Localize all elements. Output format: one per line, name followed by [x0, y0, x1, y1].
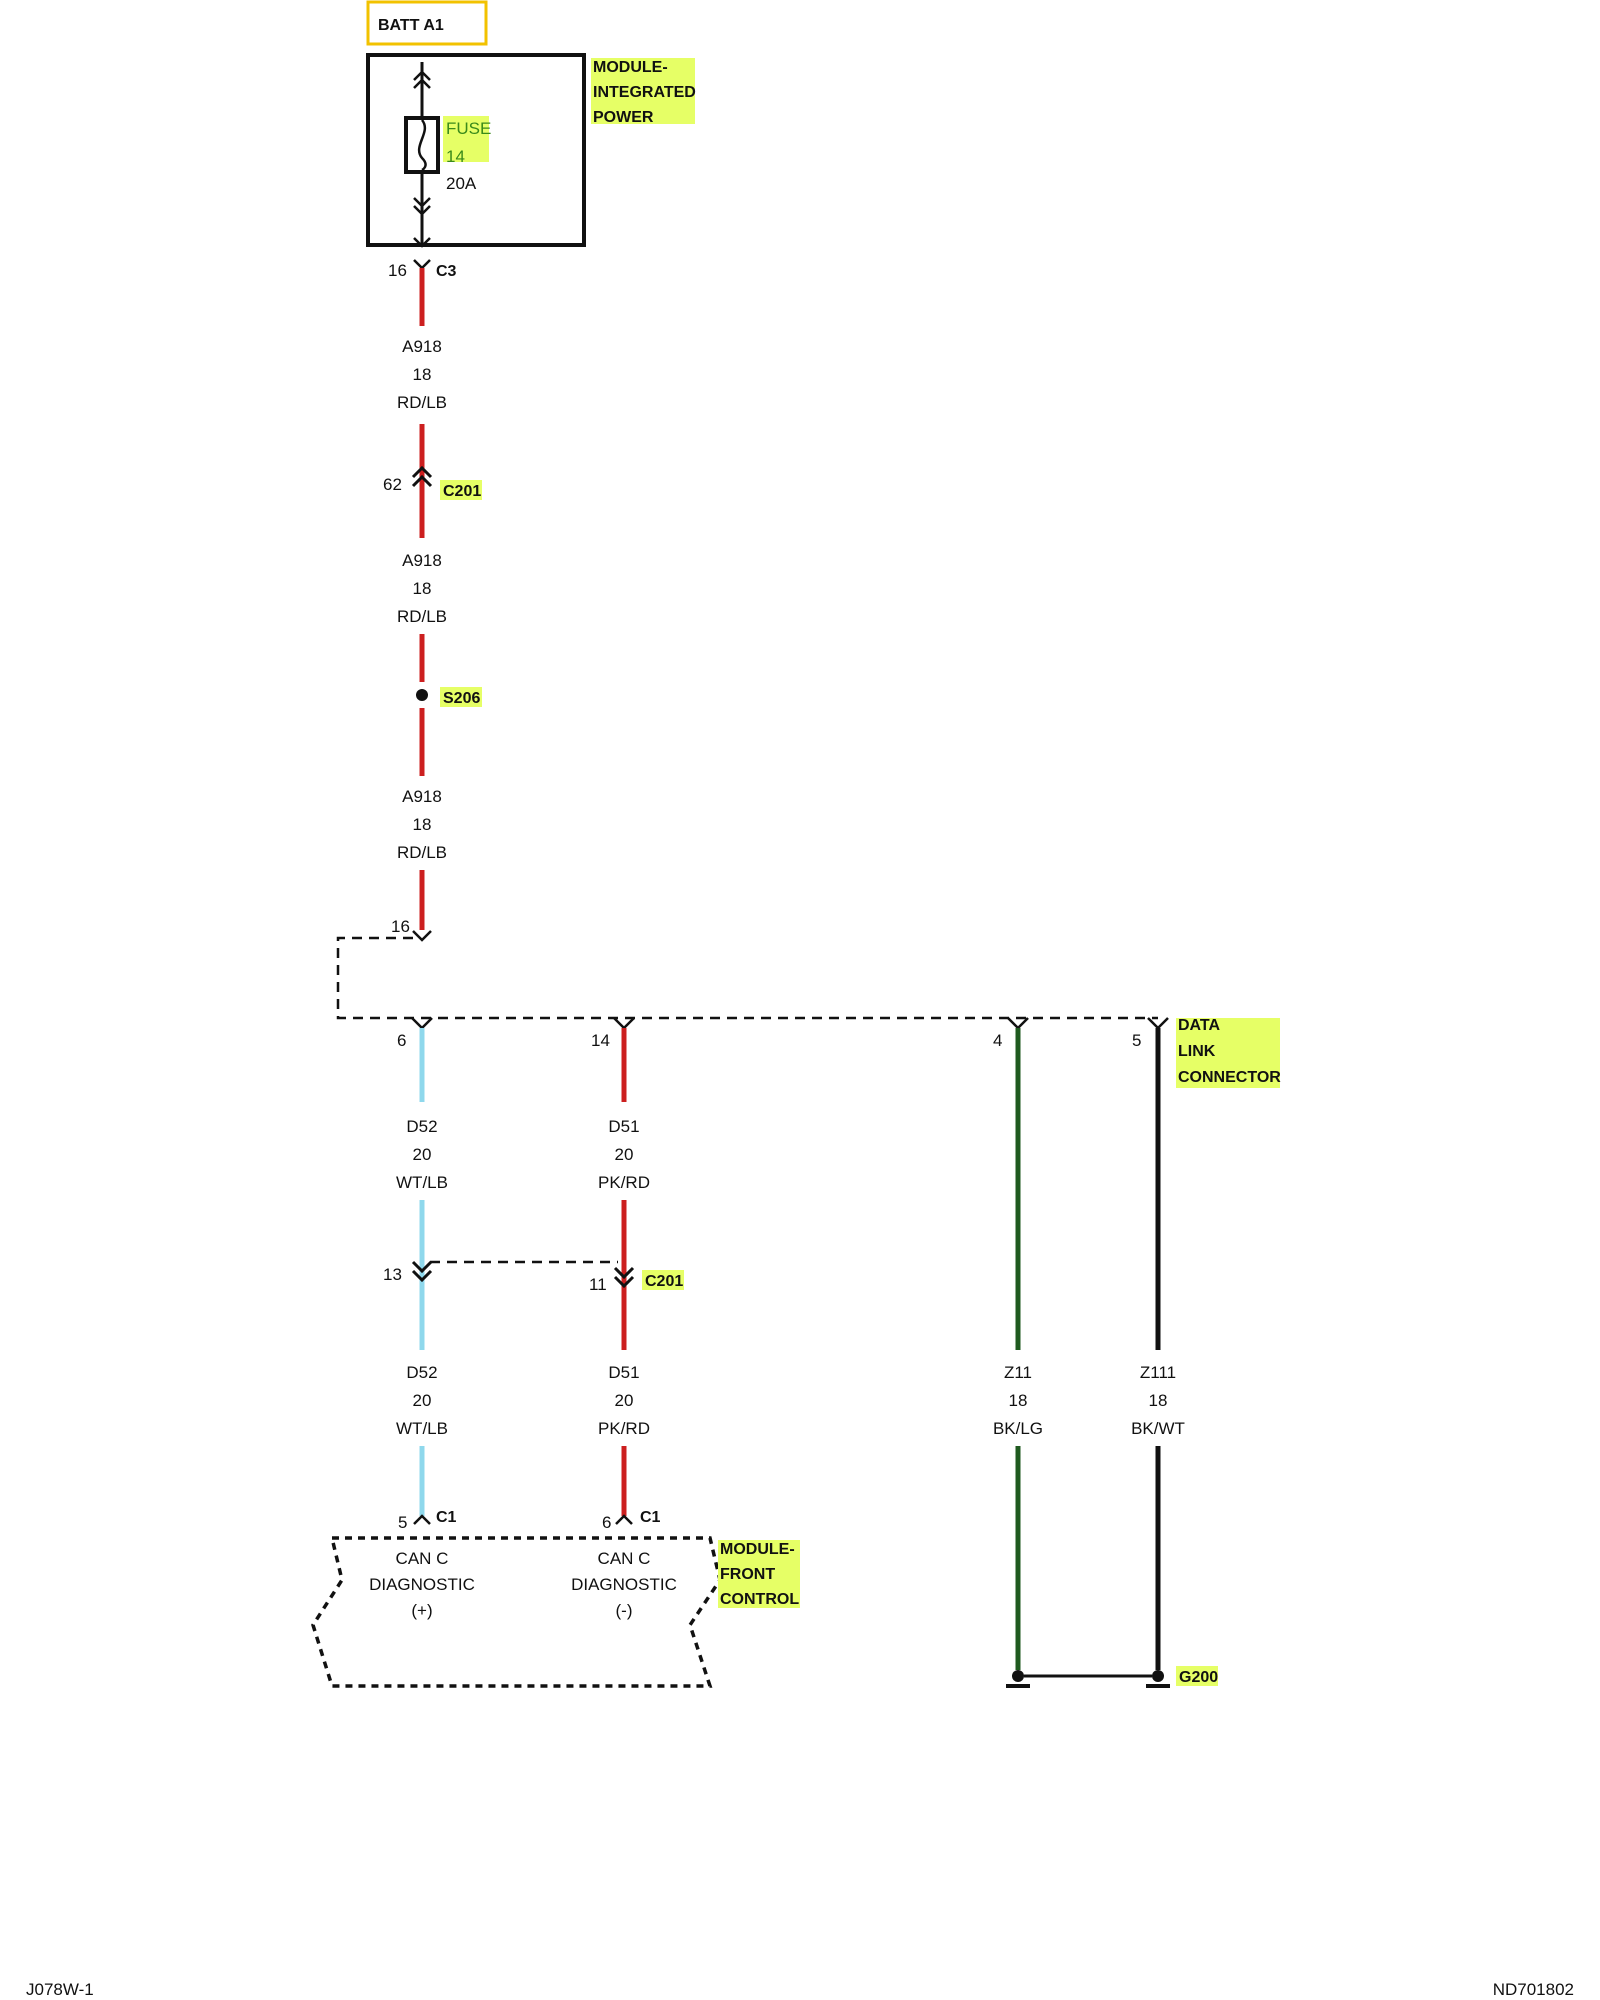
fcm-c1-left: C1	[436, 1509, 457, 1526]
ipm-name-line-2: INTEGRATED	[593, 84, 696, 101]
can-minus-upper-color: PK/RD	[598, 1173, 650, 1192]
power-wire-3-color: RD/LB	[397, 843, 447, 862]
c201-can-label: C201	[645, 1273, 683, 1290]
can-plus-upper-gauge: 20	[413, 1145, 432, 1164]
fcm-pin-5-label-3: (+)	[411, 1601, 432, 1620]
ground-wire-2-color: BK/WT	[1131, 1419, 1185, 1438]
can-minus-lower-circuit: D51	[608, 1363, 639, 1382]
dlc-name-line-2: LINK	[1178, 1043, 1216, 1060]
splice-dot	[416, 689, 428, 701]
fuse-icon	[404, 116, 440, 174]
batt-source-box	[366, 0, 488, 46]
ground-label: G200	[1179, 1669, 1218, 1686]
power-wire-1-circuit: A918	[402, 337, 442, 356]
fcm-name-line-1: MODULE-	[720, 1541, 795, 1558]
ground-wire-1-circuit: Z11	[1004, 1363, 1032, 1382]
c201-can-pin-right: 11	[589, 1275, 607, 1294]
ground-wire-2-gauge: 18	[1149, 1391, 1168, 1410]
fcm-pin-5-label-2: DIAGNOSTIC	[369, 1575, 475, 1594]
fcm-pin-6-label-2: DIAGNOSTIC	[571, 1575, 677, 1594]
dlc-pin-6: 6	[397, 1031, 406, 1050]
power-wire-3-circuit: A918	[402, 787, 442, 806]
can-plus-lower-circuit: D52	[406, 1363, 437, 1382]
fcm-name-line-2: FRONT	[720, 1566, 775, 1583]
can-plus-upper-circuit: D52	[406, 1117, 437, 1136]
ground-icon	[1006, 1670, 1170, 1688]
footer-left-code: J078W-1	[26, 1980, 94, 1999]
c201-upper-label: C201	[443, 483, 481, 500]
c201-upper-pin: 62	[383, 475, 402, 494]
c201-can-pin-left: 13	[383, 1265, 402, 1284]
dlc-name-line-1: DATA	[1178, 1017, 1221, 1034]
fcm-pin-5-label-1: CAN C	[396, 1549, 449, 1568]
power-wire-2-gauge: 18	[413, 579, 432, 598]
dlc-pin-5: 5	[1132, 1031, 1141, 1050]
front-control-module-outline	[311, 1536, 722, 1688]
power-wire-1-color: RD/LB	[397, 393, 447, 412]
splice-label: S206	[443, 690, 480, 707]
can-minus-lower-gauge: 20	[615, 1391, 634, 1410]
can-minus-upper-gauge: 20	[615, 1145, 634, 1164]
power-wire-2-circuit: A918	[402, 551, 442, 570]
fcm-pin-6: 6	[602, 1513, 611, 1532]
fuse-label: FUSE	[446, 119, 491, 138]
data-link-connector-outline	[336, 936, 1158, 1020]
dlc-pin-16: 16	[391, 917, 410, 936]
c3-connector-label: C3	[436, 263, 457, 280]
power-wire-3-gauge: 18	[413, 815, 432, 834]
can-minus-upper-circuit: D51	[608, 1117, 639, 1136]
fcm-pin-6-label-1: CAN C	[598, 1549, 651, 1568]
footer-right-code: ND701802	[1493, 1980, 1574, 1999]
fcm-pin-5: 5	[398, 1513, 407, 1532]
can-plus-upper-color: WT/LB	[396, 1173, 448, 1192]
dlc-name-line-3: CONNECTOR	[1178, 1069, 1281, 1086]
power-wire-2-color: RD/LB	[397, 607, 447, 626]
power-wire-1-gauge: 18	[413, 365, 432, 384]
integrated-power-module-box	[366, 53, 586, 247]
ground-wire-1-gauge: 18	[1009, 1391, 1028, 1410]
can-plus-lower-gauge: 20	[413, 1391, 432, 1410]
fuse-number: 14	[446, 147, 465, 166]
dlc-pin-4: 4	[993, 1031, 1002, 1050]
fcm-c1-right: C1	[640, 1509, 661, 1526]
ipm-name-line-3: POWER	[593, 109, 654, 126]
can-minus-lower-color: PK/RD	[598, 1419, 650, 1438]
c3-pin: 16	[388, 261, 407, 280]
can-plus-lower-color: WT/LB	[396, 1419, 448, 1438]
ground-wire-2-circuit: Z111	[1140, 1363, 1176, 1382]
fcm-pin-6-label-3: (-)	[616, 1601, 633, 1620]
ground-wire-1-color: BK/LG	[993, 1419, 1043, 1438]
dlc-pin-14: 14	[591, 1031, 610, 1050]
fuse-rating: 20A	[446, 174, 477, 193]
fcm-name-line-3: CONTROL	[720, 1591, 799, 1608]
ipm-name-line-1: MODULE-	[593, 59, 668, 76]
batt-source-label: BATT A1	[378, 17, 444, 34]
